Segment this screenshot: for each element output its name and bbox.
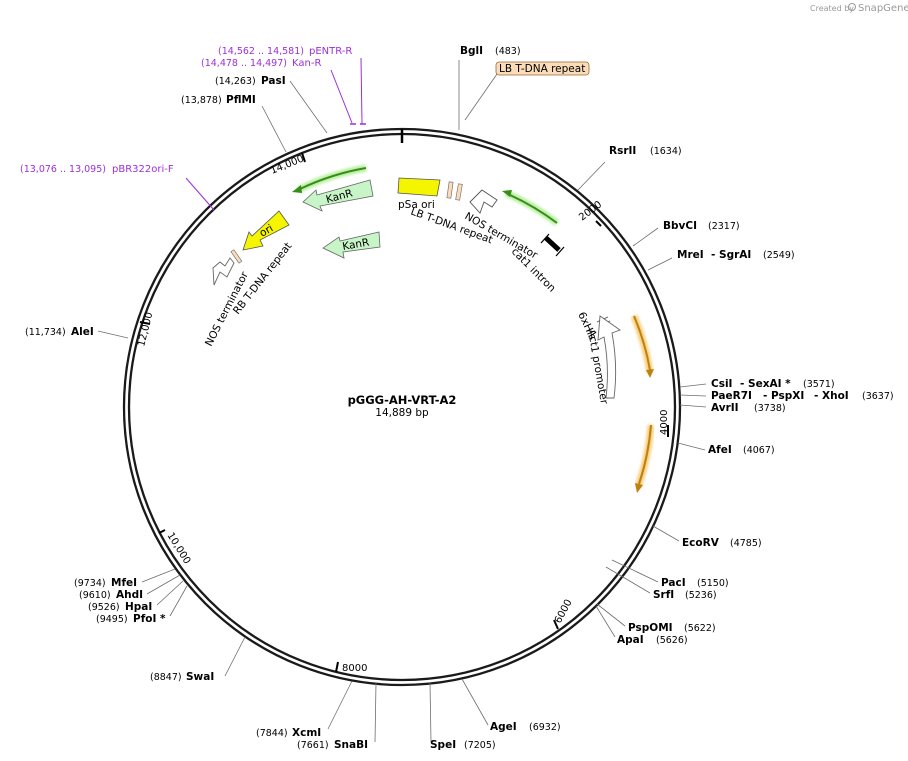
site-pfoi-pos: (9495) [96, 614, 128, 625]
act1-promoter-feature [597, 315, 621, 399]
site-sgrai: - SgrAI [711, 249, 751, 261]
site-avrii-pos: (3738) [754, 403, 786, 414]
site-pflmi-pos: (13,878) [181, 95, 222, 106]
site-hpai-pos: (9526) [88, 602, 120, 613]
lb-tdna-repeat-box [495, 61, 590, 76]
site-xhoi: - XhoI [814, 390, 849, 402]
site-pasi: PasI [261, 75, 286, 87]
snapgene-brand: SnapGene [858, 3, 908, 14]
snapgene-logo-icon [848, 3, 856, 11]
lb-tdna-repeat-box-label: LB T-DNA repeat [499, 63, 585, 75]
psa-ori-label: pSa ori [398, 199, 435, 211]
cat1-intron-feature [540, 233, 565, 257]
orange-arrow-2 [638, 424, 652, 485]
rb-tdna-repeat-feature [230, 249, 243, 264]
site-spei-pos: (7205) [464, 740, 496, 751]
site-csii: CsiI [711, 378, 732, 390]
primer-pbr322ori-f: pBR322ori-F [112, 164, 174, 175]
site-paer7i: PaeR7I [711, 390, 752, 402]
enzyme-connectors [97, 60, 707, 743]
site-xcmi: XcmI [292, 727, 321, 739]
site-apai-pos: (5626) [656, 635, 688, 646]
green-arrowhead-left [292, 185, 302, 193]
site-avrii: AvrII [711, 402, 739, 414]
site-snabi: SnaBI [334, 739, 368, 751]
orange-arrowhead-2 [635, 483, 643, 493]
created-by-label: Created by [810, 4, 854, 13]
tick-label-4000: 4000 [659, 410, 670, 435]
site-paci-pos: (5150) [697, 578, 729, 589]
site-rsrii-pos: (1634) [650, 146, 682, 157]
kanr-feature-2 [322, 231, 381, 259]
plasmid-size: 14,889 bp [375, 407, 429, 419]
primers: (14,562 .. 14,581) pENTR-R (14,478 .. 14… [20, 46, 366, 211]
site-ahdi-pos: (9610) [79, 590, 111, 601]
site-apai: ApaI [617, 634, 644, 646]
site-mfei-pos: (9734) [74, 578, 106, 589]
site-bbvci: BbvCI [663, 220, 697, 232]
site-alei-pos: (11,734) [25, 327, 66, 338]
site-mrei-pos: (2549) [763, 250, 795, 261]
site-snabi-pos: (7661) [297, 740, 329, 751]
plasmid-name: pGGG-AH-VRT-A2 [348, 393, 457, 407]
nos-terminator-feature-left [212, 257, 235, 286]
orange-arrowhead-1 [646, 369, 654, 378]
lb-tdna-repeat-feature [446, 181, 463, 201]
kanr-label-1: KanR [325, 187, 354, 206]
site-hpai: HpaI [125, 601, 152, 613]
site-bgli-pos: (483) [495, 46, 521, 57]
site-paci: PacI [661, 577, 686, 589]
site-ahdi: AhdI [116, 589, 143, 601]
primer-pbr322ori-f-pos: (13,076 .. 13,095) [20, 164, 106, 175]
primer-pentr-r: pENTR-R [309, 46, 352, 57]
primer-kan-r: Kan-R [292, 58, 321, 69]
site-xcmi-pos: (7844) [256, 728, 288, 739]
green-arrow-left [299, 167, 367, 190]
site-afei: AfeI [708, 444, 732, 456]
tick-label-8000: 8000 [342, 663, 367, 674]
orange-arrow-1 [633, 315, 651, 371]
site-mrei: MreI [677, 249, 704, 261]
site-pfoi: PfoI * [133, 613, 166, 625]
site-alei: AleI [71, 326, 94, 338]
site-srfi: SrfI [653, 589, 674, 601]
site-spei: SpeI [430, 739, 456, 751]
green-arrowhead-top [502, 190, 512, 197]
primer-pentr-r-pos: (14,562 .. 14,581) [218, 46, 304, 57]
site-pspxi: - PspXI [763, 390, 804, 402]
site-ecorv-pos: (4785) [730, 538, 762, 549]
site-bgli: BglI [460, 45, 483, 57]
kanr-label-2: KanR [341, 236, 370, 253]
ori-feature [242, 210, 290, 251]
green-arrow-top [509, 194, 558, 224]
restriction-sites: BglI (483) RsrII (1634) BbvCI (2317) Mre… [25, 45, 894, 751]
site-bbvci-pos: (2317) [708, 221, 740, 232]
site-swai: SwaI [186, 671, 214, 683]
orange-arrow-glow-2 [634, 424, 655, 489]
site-ecorv: EcoRV [682, 537, 720, 549]
site-agei-pos: (6932) [529, 722, 561, 733]
tick-marks [139, 152, 669, 673]
site-paer7i-pos: (3637) [862, 391, 894, 402]
site-pspomi: PspOMI [628, 622, 673, 634]
psa-ori-feature [397, 177, 441, 197]
site-pspomi-pos: (5622) [684, 623, 716, 634]
ori-label: ori [258, 222, 276, 239]
site-swai-pos: (8847) [150, 672, 182, 683]
site-srfi-pos: (5236) [685, 590, 717, 601]
lb-box-connector [464, 73, 498, 121]
nos-terminator-feature-top [469, 189, 498, 214]
primer-kan-r-pos: (14,478 .. 14,497) [201, 58, 287, 69]
site-sexai: - SexAI * [740, 378, 791, 390]
site-rsrii: RsrII [609, 145, 636, 157]
site-pasi-pos: (14,263) [215, 76, 256, 87]
site-pflmi: PflMI [226, 94, 256, 106]
tick-label-14000: 14,000 [269, 153, 306, 176]
kanr-feature-1 [302, 179, 374, 212]
site-csii-pos: (3571) [803, 379, 835, 390]
site-agei: AgeI [490, 721, 517, 733]
site-mfei: MfeI [111, 577, 137, 589]
site-afei-pos: (4067) [743, 445, 775, 456]
